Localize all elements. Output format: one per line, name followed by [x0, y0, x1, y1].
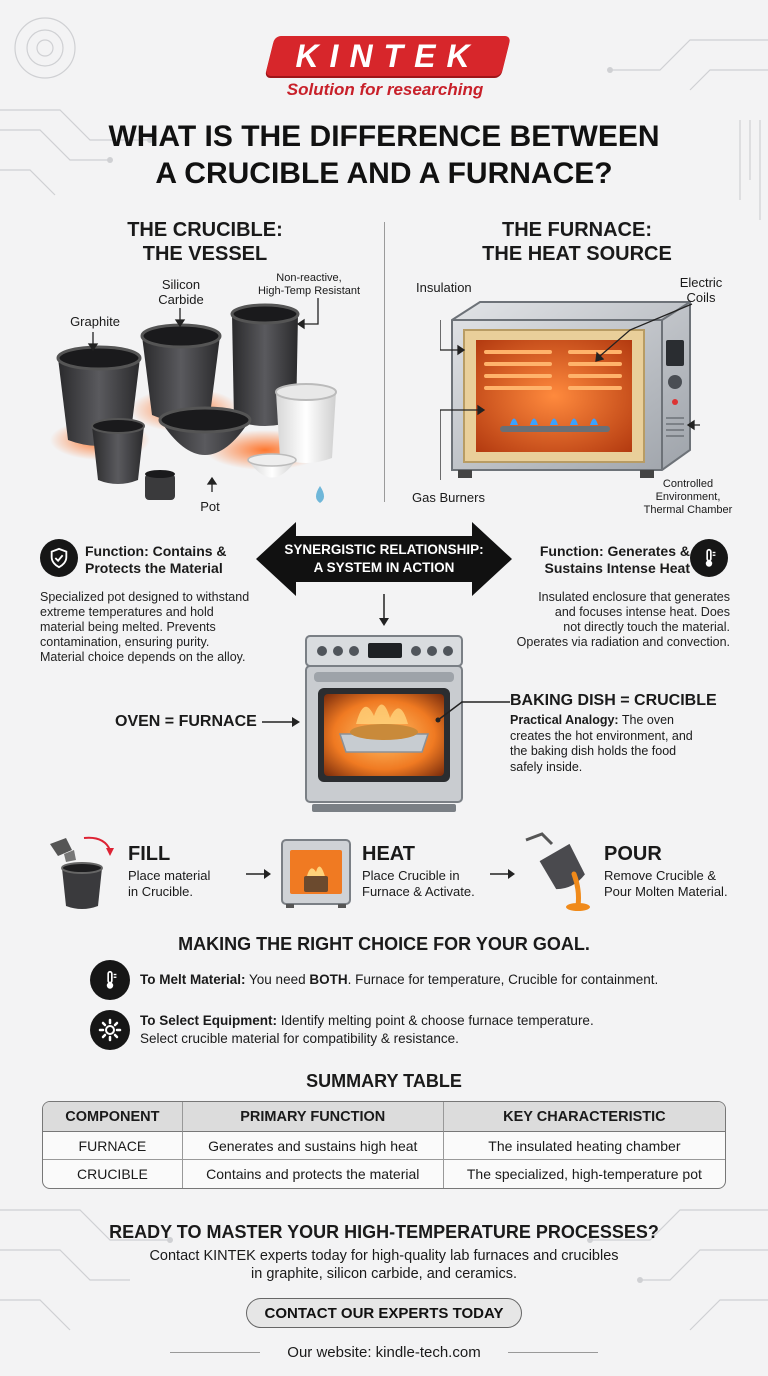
step-pour-title: POUR	[604, 843, 662, 865]
label-graphite: Graphite	[70, 314, 120, 329]
gear-icon	[90, 1010, 130, 1050]
logo: KINTEK	[295, 38, 481, 74]
synergy-label: SYNERGISTIC RELATIONSHIP: A SYSTEM IN AC…	[284, 542, 484, 575]
right-arrow-icon	[262, 717, 300, 727]
label-pot: Pot	[200, 499, 220, 514]
table-row: FURNACE Generates and sustains high heat…	[43, 1132, 725, 1160]
label-insulation: Insulation	[416, 280, 472, 295]
table-row: CRUCIBLE Contains and protects the mater…	[43, 1160, 725, 1188]
heat-furnace-icon	[281, 839, 351, 908]
crucibles-illustration	[50, 298, 337, 503]
website-link[interactable]: Our website: kindle-tech.com	[287, 1344, 481, 1361]
cta-description: Contact KINTEK experts today for high-qu…	[149, 1248, 619, 1282]
arrow-right-icon	[246, 869, 271, 879]
pour-crucible-icon	[525, 832, 590, 911]
oven-illustration	[305, 635, 463, 812]
table-cell: The insulated heating chamber	[442, 1132, 725, 1160]
arrow-right-icon-2	[490, 869, 515, 879]
step-fill-title: FILL	[128, 843, 171, 865]
fill-crucible-icon	[50, 836, 114, 909]
label-electric-coils: Electric Coils	[679, 275, 723, 305]
table-cell: The specialized, high-temperature pot	[442, 1160, 725, 1188]
table-cell: CRUCIBLE	[76, 1166, 148, 1182]
step-pour-description: Remove Crucible & Pour Molten Material.	[604, 868, 728, 899]
table-cell: Contains and protects the material	[181, 1160, 443, 1188]
furnace-description: Insulated enclosure that generates and f…	[516, 590, 730, 649]
crucible-description: Specialized pot designed to withstand ex…	[40, 590, 250, 664]
page-title: WHAT IS THE DIFFERENCE BETWEEN A CRUCIBL…	[108, 120, 660, 190]
synergy-arrow	[256, 522, 512, 596]
column-header: PRIMARY FUNCTION	[181, 1102, 443, 1132]
furnace-heading: THE FURNACE: THE HEAT SOURCE	[482, 219, 672, 265]
goal-melt: To Melt Material: You need BOTH. Furnace…	[140, 972, 659, 987]
divider-right	[508, 1352, 598, 1353]
summary-table-heading: SUMMARY TABLE	[306, 1071, 462, 1091]
label-controlled-environment: Controlled Environment, Thermal Chamber	[643, 478, 733, 516]
table-header-row: COMPONENT PRIMARY FUNCTION KEY CHARACTER…	[43, 1102, 725, 1132]
table-cell: FURNACE	[43, 1132, 182, 1160]
label-non-reactive: Non-reactive, High-Temp Resistant	[257, 272, 361, 297]
divider-left	[170, 1352, 260, 1353]
step-heat-title: HEAT	[362, 843, 415, 865]
label-gas-burners: Gas Burners	[412, 490, 485, 505]
pointer-line	[435, 701, 510, 723]
summary-table: COMPONENT PRIMARY FUNCTION KEY CHARACTER…	[42, 1101, 726, 1189]
section-divider	[384, 222, 385, 502]
label-silicon-carbide: Silicon Carbide	[158, 277, 204, 307]
table-cell: Generates and sustains high heat	[181, 1132, 443, 1160]
column-header: KEY CHARACTERISTIC	[442, 1102, 725, 1132]
furnace-illustration	[440, 301, 700, 480]
oven-furnace-label: OVEN = FURNACE	[115, 713, 257, 730]
tagline: Solution for researching	[286, 80, 484, 99]
crucible-heading: THE CRUCIBLE: THE VESSEL	[127, 219, 283, 265]
cta-heading: READY TO MASTER YOUR HIGH-TEMPERATURE PR…	[109, 1222, 659, 1242]
contact-experts-button[interactable]: CONTACT OUR EXPERTS TODAY	[246, 1298, 522, 1328]
step-heat-description: Place Crucible in Furnace & Activate.	[362, 868, 475, 899]
analogy-description: Practical Analogy: The oven creates the …	[510, 713, 693, 774]
shield-icon	[40, 539, 78, 577]
column-header: COMPONENT	[43, 1102, 182, 1132]
goal-select: To Select Equipment: Identify melting po…	[140, 1013, 594, 1046]
step-fill-description: Place material in Crucible.	[128, 868, 211, 899]
down-arrow-icon	[379, 594, 389, 626]
thermometer-icon	[690, 539, 728, 577]
crucible-function-title: Function: Contains & Protects the Materi…	[85, 543, 227, 576]
furnace-function-title: Function: Generates & Sustains Intense H…	[539, 543, 690, 576]
baking-dish-crucible-label: BAKING DISH = CRUCIBLE	[510, 692, 717, 709]
goal-heading: MAKING THE RIGHT CHOICE FOR YOUR GOAL.	[178, 934, 590, 954]
thermometer-icon-2	[90, 960, 130, 1000]
